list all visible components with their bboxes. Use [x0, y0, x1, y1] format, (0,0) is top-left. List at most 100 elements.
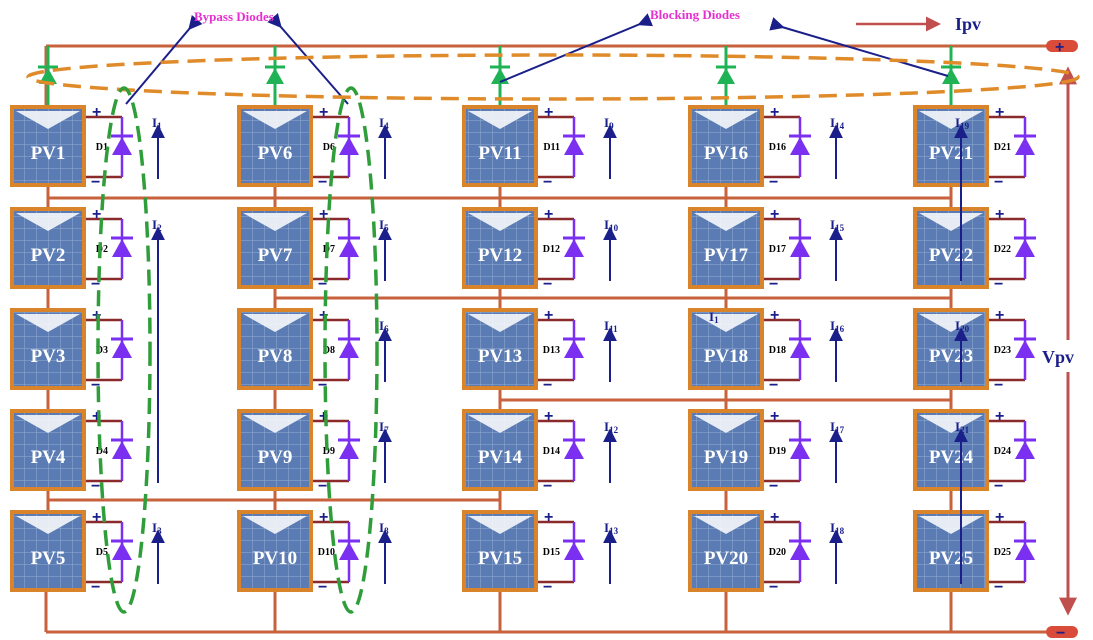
current-label: I12	[604, 419, 619, 435]
plus-sign: +	[995, 206, 1004, 223]
bypass-diode-symbol	[564, 239, 584, 257]
current-label: I1	[152, 115, 162, 131]
plus-sign: +	[92, 408, 101, 425]
bypass-diode-d16: D16+−	[764, 104, 811, 191]
panel-glare	[919, 314, 983, 332]
current-arrow-i1: I1	[151, 115, 165, 179]
diode-label: D20	[769, 547, 786, 558]
bypass-diode-symbol	[339, 239, 359, 257]
pv-label: PV3	[31, 346, 66, 367]
current-label: I8	[379, 520, 389, 536]
bypass-arrow-1	[125, 14, 203, 105]
diode-label: D23	[994, 345, 1011, 356]
bypass-diode-d17: D17+−	[764, 206, 811, 293]
pv-label: PV1	[31, 143, 66, 164]
bypass-diode-symbol	[790, 340, 810, 358]
svg-text:+: +	[1055, 39, 1064, 56]
pv-module-pv9: PV9 D9+−	[237, 408, 360, 495]
minus-sign: −	[91, 377, 100, 394]
pv-module-pv8: PV8 D8+−	[237, 307, 360, 394]
minus-sign: −	[543, 276, 552, 293]
pv-label: PV10	[253, 548, 297, 569]
pv-label: PV11	[478, 143, 521, 164]
bypass-diode-d8: D8+−	[313, 307, 360, 394]
plus-sign: +	[319, 509, 328, 526]
diode-label: D16	[769, 142, 786, 153]
panel-glare	[243, 314, 307, 332]
minus-sign: −	[318, 174, 327, 191]
panel-glare	[243, 415, 307, 433]
panel-glare	[919, 111, 983, 129]
current-arrow-i17: I17	[829, 419, 845, 483]
current-label: I14	[830, 115, 845, 131]
bypass-diode-symbol	[564, 137, 584, 155]
blocking-arrow-2	[769, 17, 949, 77]
minus-sign: −	[318, 377, 327, 394]
minus-sign: −	[994, 174, 1003, 191]
bypass-diode-symbol	[339, 137, 359, 155]
blocking-arrow-1	[499, 13, 654, 83]
bypass-diode-symbol	[112, 137, 132, 155]
minus-sign: −	[91, 174, 100, 191]
diode-label: D2	[96, 244, 108, 255]
plus-sign: +	[544, 104, 553, 121]
pv-label: PV22	[929, 245, 973, 266]
blocking-diode-1	[38, 46, 58, 105]
blocking-diode-4	[716, 46, 736, 105]
current-arrow-i7: I7	[378, 419, 392, 483]
bypass-diode-symbol	[339, 542, 359, 560]
current-label: I10	[604, 217, 619, 233]
bypass-diode-symbol	[112, 441, 132, 459]
minus-sign: −	[994, 377, 1003, 394]
plus-sign: +	[319, 408, 328, 425]
current-arrow-i5: I5	[378, 217, 392, 281]
minus-sign: −	[91, 478, 100, 495]
panel-glare	[16, 213, 80, 231]
plus-sign: +	[995, 307, 1004, 324]
pv-label: PV4	[31, 447, 66, 468]
plus-sign: +	[544, 307, 553, 324]
bypass-diode-symbol	[564, 542, 584, 560]
minus-sign: −	[91, 276, 100, 293]
current-label: I16	[830, 318, 845, 334]
blocking-diode-symbol	[717, 68, 735, 84]
current-label: I20	[955, 318, 970, 334]
bypass-diode-d13: D13+−	[538, 307, 585, 394]
bypass-diode-d9: D9+−	[313, 408, 360, 495]
pv-label: PV7	[258, 245, 293, 266]
bypass-diode-symbol	[1015, 542, 1035, 560]
panel-glare	[16, 415, 80, 433]
pv-label: PV12	[478, 245, 522, 266]
pv-module-pv13: PV13 D13+−	[462, 307, 585, 394]
bypass-diode-d5: D5+−	[86, 509, 133, 596]
pv-label: PV17	[704, 245, 749, 266]
diode-label: D12	[543, 244, 560, 255]
minus-sign: −	[769, 377, 778, 394]
pv-label: PV9	[258, 447, 293, 468]
current-label: I17	[830, 419, 845, 435]
current-arrow-i2: I2	[151, 217, 165, 483]
pv-label: PV13	[478, 346, 522, 367]
bypass-diode-d2: D2+−	[86, 206, 133, 293]
bypass-diode-symbol	[790, 239, 810, 257]
plus-sign: +	[319, 206, 328, 223]
minus-sign: −	[543, 579, 552, 596]
pv-label: PV8	[258, 346, 293, 367]
bypass-diode-d23: D23 + −	[989, 307, 1036, 394]
plus-sign: +	[544, 206, 553, 223]
bypass-loop-right	[323, 86, 379, 614]
panel-glare	[468, 111, 532, 129]
minus-sign: −	[318, 579, 327, 596]
